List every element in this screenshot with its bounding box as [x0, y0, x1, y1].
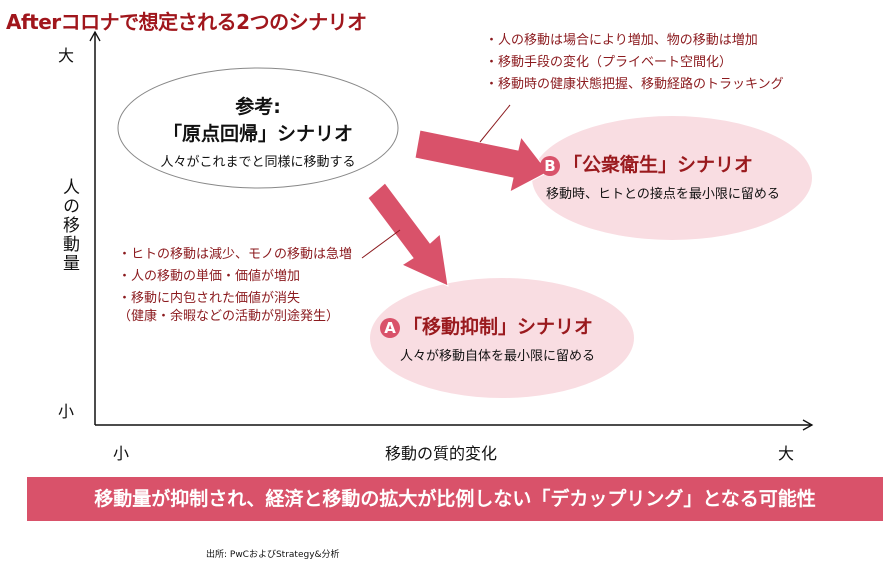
- scenario-b-desc: 移動時、ヒトとの接点を最小限に留める: [546, 187, 780, 202]
- scenario-b-name: 「公衆衛生」シナリオ: [563, 154, 754, 176]
- scenario-b-ellipse: [532, 116, 812, 240]
- leader-line-a: [361, 229, 401, 259]
- bullet: ・移動時の健康状態把握、移動経路のトラッキング: [485, 77, 784, 92]
- bullet: ・移動に内包された価値が消失: [118, 291, 301, 306]
- arrow-to-b: [414, 129, 549, 193]
- conclusion-banner: 移動量が抑制され、経済と移動の拡大が比例しない「デカップリング」となる可能性: [27, 477, 883, 521]
- scenario-a-name: 「移動抑制」シナリオ: [403, 316, 594, 338]
- page-title: Afterコロナで想定される2つのシナリオ: [6, 10, 367, 34]
- x-axis-low-label: 小: [113, 444, 130, 463]
- bullet: ・人の移動は場合により増加、物の移動は増加: [485, 33, 758, 48]
- leader-line-b: [479, 104, 511, 143]
- y-axis-high-label: 大: [58, 46, 75, 65]
- reference-name: 「原点回帰」シナリオ: [162, 123, 353, 145]
- scenario-a-ellipse: [370, 278, 634, 398]
- arrow-to-a: [367, 182, 449, 287]
- bullet: ・人の移動の単価・価値が増加: [118, 269, 301, 284]
- scenario-b: B「公衆衛生」シナリオ 移動時、ヒトとの接点を最小限に留める: [540, 150, 780, 202]
- bullet: ・ヒトの移動は減少、モノの移動は急増: [118, 247, 353, 262]
- x-axis-high-label: 大: [778, 444, 795, 463]
- y-axis-title: 人の移動量: [59, 178, 79, 273]
- scenario-a-bullets: ・ヒトの移動は減少、モノの移動は急増 ・人の移動の単価・価値が増加 ・移動に内包…: [118, 244, 352, 328]
- reference-ellipse: [117, 67, 399, 189]
- x-axis-title: 移動の質的変化: [385, 444, 498, 463]
- badge-a: A: [380, 317, 400, 338]
- scenario-a: A「移動抑制」シナリオ 人々が移動自体を最小限に留める: [380, 312, 595, 364]
- y-axis-low-label: 小: [58, 402, 75, 421]
- scenario-a-desc: 人々が移動自体を最小限に留める: [400, 349, 596, 364]
- bullet: ・移動手段の変化（プライベート空間化）: [485, 55, 733, 70]
- badge-b: B: [540, 155, 560, 176]
- source-note: 出所: PwCおよびStrategy&分析: [206, 550, 340, 560]
- reference-scenario: 参考: 「原点回帰」シナリオ 人々がこれまでと同様に移動する: [118, 92, 398, 170]
- reference-desc: 人々がこれまでと同様に移動する: [160, 155, 356, 170]
- scenario-b-bullets: ・人の移動は場合により増加、物の移動は増加 ・移動手段の変化（プライベート空間化…: [485, 30, 784, 96]
- bullet: （健康・余暇などの活動が別途発生）: [118, 309, 340, 324]
- reference-heading: 参考:: [235, 96, 281, 118]
